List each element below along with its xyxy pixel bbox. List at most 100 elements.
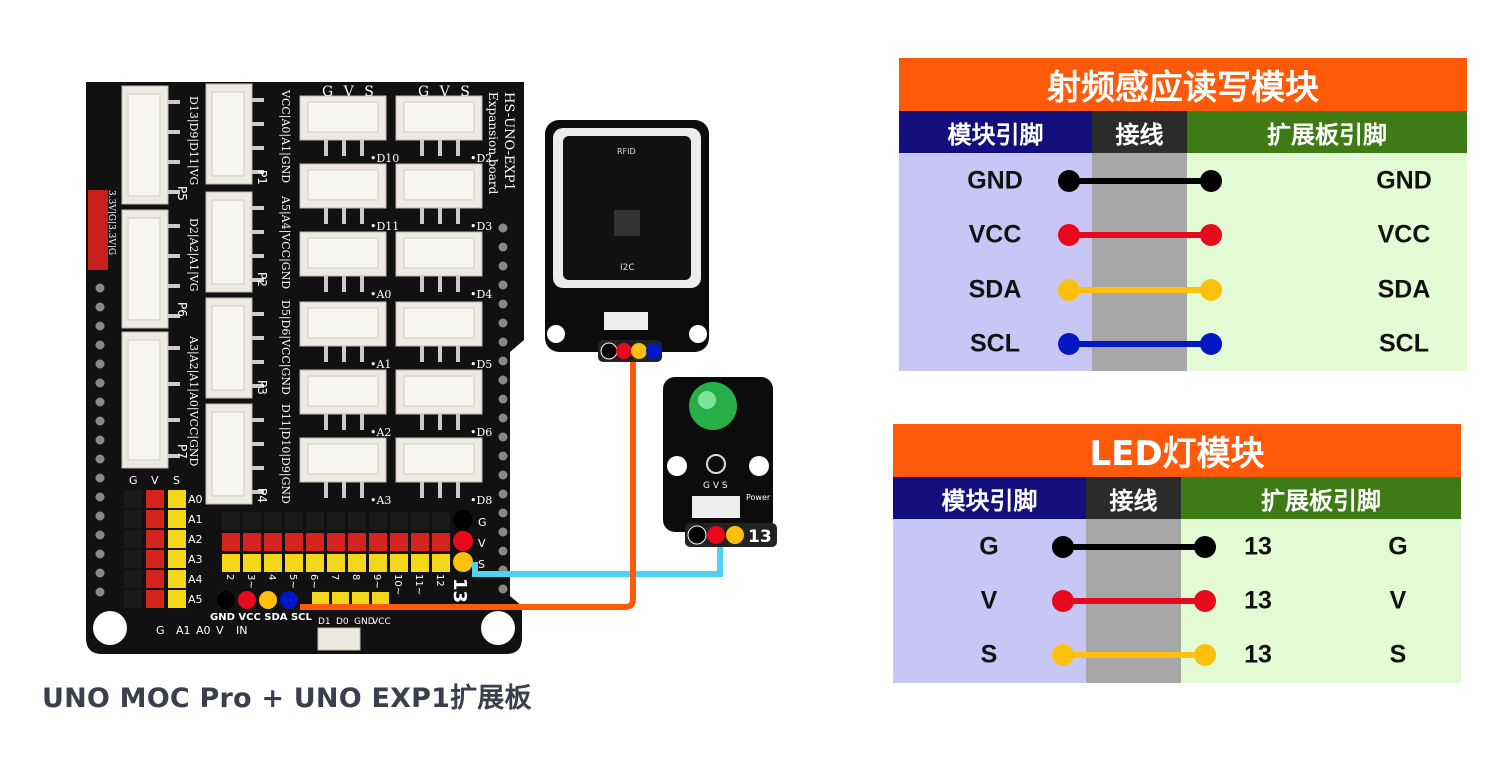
jst-pin	[252, 418, 264, 422]
grid-pin	[456, 140, 460, 156]
wire-end-dot	[1052, 590, 1074, 612]
jst-pin	[252, 146, 264, 150]
board-caption: UNO MOC Pro + UNO EXP1扩展板	[42, 683, 532, 714]
analog-pin-label: A3	[188, 553, 203, 566]
mid-label-3: D5|D6|VCC|GND	[278, 300, 292, 395]
jst-pin	[252, 384, 264, 388]
header-pin	[327, 533, 345, 551]
jst-pin	[252, 122, 264, 126]
header-pin	[327, 512, 345, 530]
board-pcb	[86, 82, 524, 654]
top-gvs-label-1: G V S	[322, 84, 377, 100]
jst-pin	[252, 254, 264, 258]
bottom-connector	[317, 627, 361, 651]
header-pin	[168, 510, 186, 528]
port-label-p5: D13|D9|D11|VG	[186, 96, 200, 185]
header-pin	[146, 510, 164, 528]
wire-end-dot	[1194, 590, 1216, 612]
bottom-label: G	[156, 624, 165, 637]
header-pin	[124, 590, 142, 608]
grid-pin	[342, 276, 346, 292]
edge-hole	[95, 549, 105, 559]
analog-pin-label: A1	[188, 513, 203, 526]
grid-pin	[438, 208, 442, 224]
rfid-table-body: GND GND VCC VCC SDA SDA SCL SCL	[899, 153, 1467, 371]
wire-cyan-led	[472, 536, 723, 577]
edge-hole	[498, 299, 508, 309]
digital-pin-label: 10~	[392, 574, 403, 595]
header-module-pin: 模块引脚	[899, 111, 1092, 153]
led-table-title: LED灯模块	[893, 424, 1461, 477]
header-pin	[306, 512, 324, 530]
left-gvs-label: G	[129, 474, 138, 487]
grid-housing	[403, 443, 475, 475]
grid-pin	[438, 414, 442, 430]
grid-pin	[324, 140, 328, 156]
row-module-pin: GND	[967, 166, 1023, 195]
edge-hole	[95, 568, 105, 578]
left-gvs-label: S	[173, 474, 180, 487]
header-pin	[264, 512, 282, 530]
header-pin	[390, 554, 408, 572]
grid-port-label: •D10	[370, 152, 399, 165]
jst-housing	[127, 93, 161, 197]
p2-label: P2	[255, 272, 269, 287]
led-wires	[1052, 536, 1216, 666]
row-extension-pin: SCL	[1379, 329, 1429, 358]
grid-pin	[324, 276, 328, 292]
board-name-line1: HS-UNO-EXP1	[501, 92, 516, 191]
header-pin	[124, 490, 142, 508]
digital-pin-label: 6~	[308, 574, 319, 589]
jst-connectors-mid	[205, 83, 264, 505]
wire-end-dot	[1058, 170, 1080, 192]
grid-pin	[360, 346, 364, 362]
grid-port-label: •D3	[470, 220, 492, 233]
edge-hole	[498, 489, 508, 499]
grid-housing	[403, 101, 475, 133]
header-pin	[432, 533, 450, 551]
grid-pin	[360, 276, 364, 292]
header-extension-pin: 扩展板引脚	[1181, 477, 1461, 519]
header-pin	[306, 554, 324, 572]
grid-housing	[403, 307, 475, 339]
edge-hole	[95, 302, 105, 312]
jst-pin	[252, 170, 264, 174]
p1-label: P1	[255, 170, 269, 185]
grid-housing	[307, 101, 379, 133]
grid-pin	[360, 482, 364, 498]
grid-pin	[342, 140, 346, 156]
row-module-pin: V	[980, 586, 998, 615]
edge-pin-holes	[95, 223, 508, 597]
jst-pin	[168, 254, 180, 258]
grid-pin	[324, 482, 328, 498]
edge-hole	[498, 242, 508, 252]
grid-housing	[307, 169, 379, 201]
wire-end-dot	[1052, 644, 1074, 666]
p4-label: P4	[255, 488, 269, 503]
rfid-chip-label: I2C	[620, 263, 635, 273]
grid-pin	[324, 208, 328, 224]
header-pin	[146, 550, 164, 568]
edge-hole	[95, 587, 105, 597]
header-pin	[222, 554, 240, 572]
jst-pin	[168, 454, 180, 458]
row-extension-pin: SDA	[1377, 275, 1431, 304]
header-pin	[369, 554, 387, 572]
row-extension-pin: S	[1389, 640, 1407, 669]
jst-pin	[168, 382, 180, 386]
port-label-p7: A3|A2|A1|A0|VCC|GND	[186, 335, 200, 466]
edge-hole	[95, 454, 105, 464]
jst-housing	[211, 91, 245, 177]
header-pin	[348, 512, 366, 530]
header-pins	[124, 490, 450, 651]
header-pin	[369, 512, 387, 530]
digital-pin-label: 4	[266, 574, 277, 580]
header-pin	[168, 550, 186, 568]
rfid-logo-text: RFID	[617, 147, 636, 156]
edge-hole	[498, 451, 508, 461]
jst-housing	[211, 411, 245, 497]
header-pin	[264, 533, 282, 551]
grid-pin	[438, 140, 442, 156]
grid-pin	[342, 414, 346, 430]
edge-hole	[95, 511, 105, 521]
